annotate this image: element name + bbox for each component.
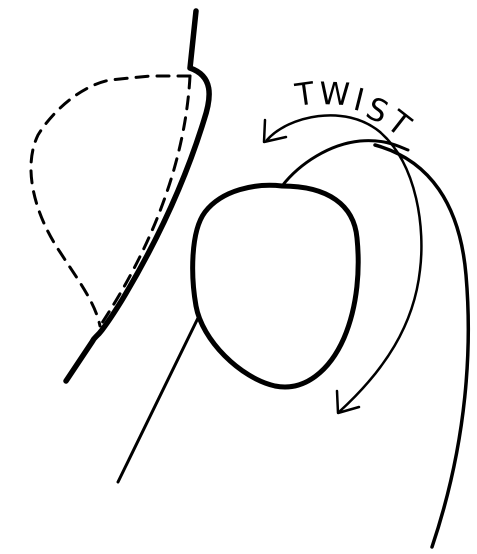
strand-long-right: [375, 145, 468, 547]
left-strand-group: [31, 11, 209, 381]
twist-letter-2: W: [319, 76, 351, 113]
strand-hook: [282, 141, 408, 186]
twist-letter-1: T: [292, 75, 318, 114]
strand-stem-left: [118, 318, 198, 482]
dashed-loop: [31, 76, 190, 326]
loop-oval: [193, 185, 359, 387]
twist-arrow-arc: [267, 115, 421, 412]
twist-label: T W I S T: [292, 75, 418, 144]
left-strand: [66, 11, 209, 381]
twist-arrow-group: [264, 115, 421, 413]
